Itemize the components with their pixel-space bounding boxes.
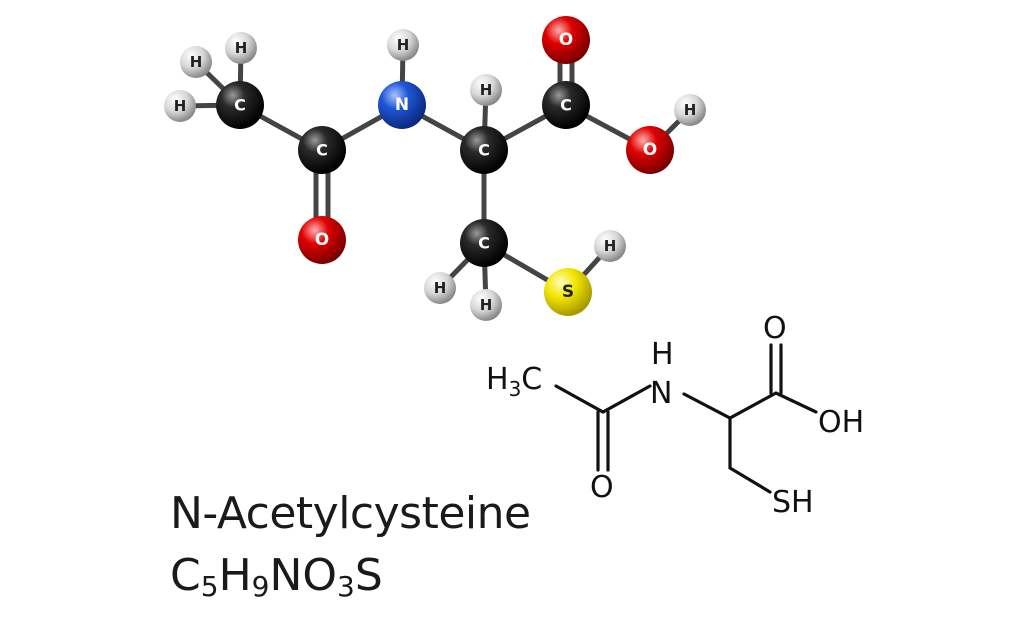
- hydrogen-atom: H: [674, 94, 706, 126]
- carboxyl-oxygen-label: O: [763, 311, 787, 346]
- hydrogen-atom: H: [387, 29, 419, 61]
- svg-text:H: H: [604, 237, 617, 255]
- formula-element: H: [218, 550, 252, 601]
- svg-text:C: C: [478, 234, 490, 253]
- svg-text:H: H: [397, 36, 410, 54]
- formula-subscript: 3: [337, 570, 355, 603]
- hydrogen-atom: H: [164, 90, 196, 122]
- skeletal-formula: H3C H N O O OH SH: [486, 311, 864, 520]
- svg-text:H: H: [480, 81, 493, 99]
- sulfur-atom: S: [544, 268, 592, 316]
- svg-text:O: O: [559, 30, 573, 50]
- svg-text:H: H: [190, 53, 203, 71]
- formula-element: NO: [269, 550, 338, 601]
- svg-text:H: H: [235, 39, 248, 57]
- amine-hydrogen-label: H: [651, 337, 674, 372]
- carbonyl-oxygen-label: O: [590, 470, 614, 505]
- svg-text:H: H: [480, 296, 493, 314]
- molecular-formula: C5H9NO3S: [170, 550, 383, 601]
- carbon-atom: C: [460, 126, 508, 174]
- hydrogen-atom: H: [424, 272, 456, 304]
- carbon-atom: C: [460, 219, 508, 267]
- svg-text:O: O: [315, 230, 329, 250]
- svg-text:C: C: [478, 141, 490, 160]
- svg-text:S: S: [562, 282, 574, 302]
- svg-text:C: C: [560, 96, 572, 115]
- svg-text:C: C: [316, 141, 328, 160]
- atoms: H H H H H H H H: [164, 16, 706, 321]
- hydroxyl-label: OH: [818, 405, 864, 440]
- svg-text:H: H: [434, 279, 447, 297]
- oxygen-atom: O: [542, 16, 590, 64]
- hydrogen-atom: H: [470, 289, 502, 321]
- carbon-atom: C: [542, 81, 590, 129]
- compound-name: N-Acetylcysteine: [170, 488, 531, 539]
- carbon-atom: C: [216, 81, 264, 129]
- oxygen-atom: O: [626, 126, 674, 174]
- hydrogen-atom: H: [470, 74, 502, 106]
- formula-subscript: 9: [251, 570, 270, 603]
- svg-text:C: C: [234, 96, 246, 115]
- thiol-label: SH: [772, 485, 814, 520]
- formula-subscript: 5: [200, 570, 219, 603]
- carbon-atom: C: [298, 126, 346, 174]
- hydrogen-atom: H: [594, 230, 626, 262]
- formula-element: C: [170, 550, 201, 601]
- bonds: [177, 37, 693, 308]
- svg-text:O: O: [643, 140, 657, 160]
- svg-text:H: H: [174, 97, 187, 115]
- formula-element: S: [354, 550, 383, 601]
- svg-text:N: N: [395, 95, 409, 115]
- hydrogen-atom: H: [225, 32, 257, 64]
- amine-nitrogen-label: N: [650, 376, 672, 411]
- svg-text:H: H: [684, 101, 697, 119]
- oxygen-atom: O: [298, 216, 346, 264]
- methyl-group-label: H3C: [486, 362, 542, 401]
- nitrogen-atom: N: [378, 81, 426, 129]
- hydrogen-atom: H: [180, 46, 212, 78]
